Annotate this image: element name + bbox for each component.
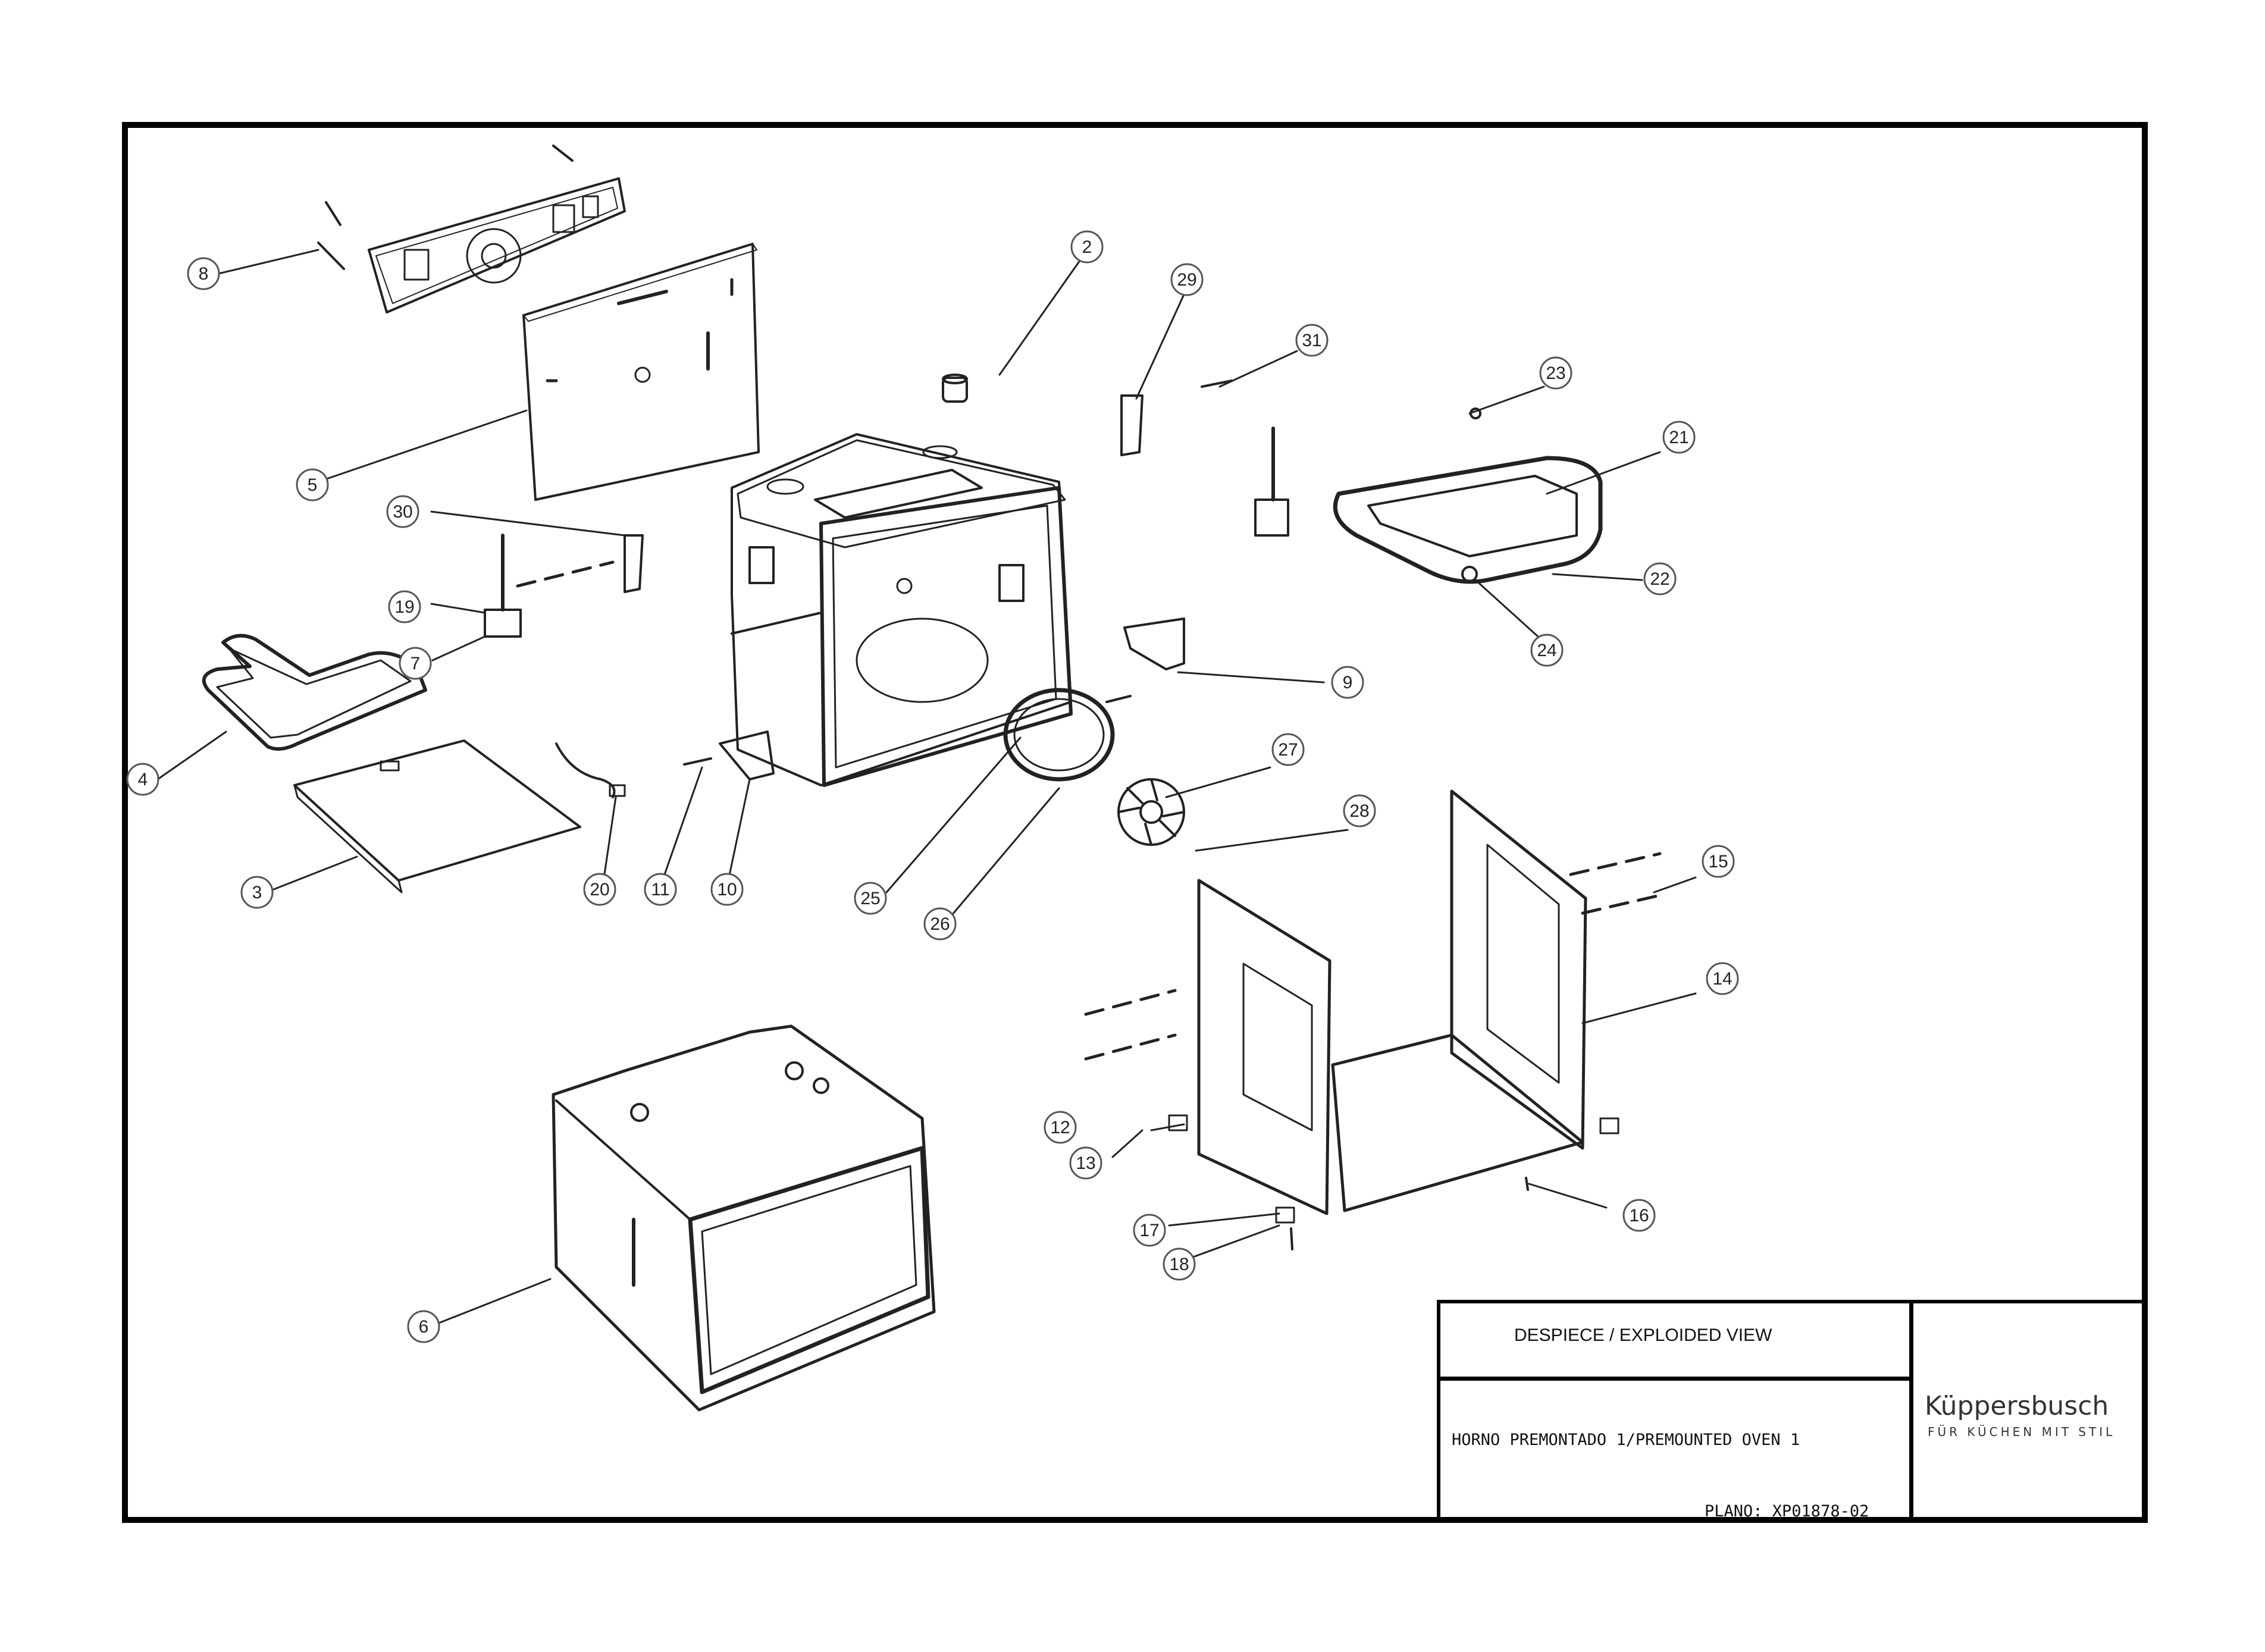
callout-10: 10 bbox=[710, 873, 744, 906]
cap-part bbox=[942, 374, 968, 403]
svg-text:23: 23 bbox=[1546, 363, 1565, 383]
callout-20: 20 bbox=[583, 873, 616, 906]
svg-text:12: 12 bbox=[1050, 1118, 1070, 1137]
svg-text:31: 31 bbox=[1302, 331, 1321, 350]
svg-text:13: 13 bbox=[1076, 1153, 1095, 1173]
callout-11: 11 bbox=[644, 873, 677, 906]
callout-28: 28 bbox=[1343, 794, 1376, 827]
svg-text:9: 9 bbox=[1343, 673, 1353, 692]
outer-box-part bbox=[552, 1024, 936, 1412]
svg-text:26: 26 bbox=[930, 914, 950, 934]
callout-8: 8 bbox=[187, 257, 220, 290]
door-catch-part bbox=[683, 731, 775, 780]
oven-cavity-part bbox=[731, 433, 1073, 787]
callout-5: 5 bbox=[296, 468, 329, 501]
svg-text:24: 24 bbox=[1537, 641, 1556, 660]
svg-text:10: 10 bbox=[717, 880, 737, 899]
svg-text:22: 22 bbox=[1650, 569, 1669, 589]
svg-text:18: 18 bbox=[1169, 1255, 1189, 1274]
svg-text:21: 21 bbox=[1669, 428, 1688, 447]
callout-25: 25 bbox=[854, 882, 887, 915]
svg-text:16: 16 bbox=[1629, 1206, 1649, 1225]
callout-9: 9 bbox=[1331, 666, 1364, 699]
lower-heating-element-part bbox=[202, 634, 427, 751]
callout-7: 7 bbox=[399, 647, 432, 680]
callout-6: 6 bbox=[407, 1310, 440, 1343]
svg-text:8: 8 bbox=[199, 264, 209, 284]
callout-18: 18 bbox=[1163, 1247, 1196, 1281]
brand-logo: Küppersbusch bbox=[1925, 1391, 2109, 1421]
svg-text:28: 28 bbox=[1349, 801, 1369, 821]
clip-parts bbox=[1168, 1114, 1619, 1250]
wire-harness-part bbox=[555, 742, 626, 798]
svg-text:20: 20 bbox=[590, 880, 609, 899]
chassis-part bbox=[1084, 789, 1662, 1215]
callout-3: 3 bbox=[240, 876, 274, 909]
callout-bubbles: 2 3 4 5 6 7 8 9 10 11 12 13 14 15 16 17 … bbox=[126, 230, 1739, 1343]
view-title: DESPIECE / EXPLOIDED VIEW bbox=[1514, 1325, 1772, 1345]
title-block-name-cell bbox=[1437, 1377, 1913, 1523]
svg-text:2: 2 bbox=[1082, 237, 1092, 257]
callout-29: 29 bbox=[1170, 263, 1204, 296]
svg-text:17: 17 bbox=[1139, 1221, 1159, 1240]
callout-19: 19 bbox=[388, 590, 421, 623]
circular-heating-element-part bbox=[1003, 688, 1132, 782]
callout-22: 22 bbox=[1643, 562, 1677, 595]
leader-lines bbox=[156, 249, 1697, 1325]
assembly-name: HORNO PREMONTADO 1/PREMOUNTED OVEN 1 bbox=[1452, 1431, 1800, 1449]
bracket-part bbox=[1123, 617, 1185, 670]
svg-text:4: 4 bbox=[138, 770, 148, 789]
callout-4: 4 bbox=[126, 763, 159, 796]
svg-text:6: 6 bbox=[419, 1317, 429, 1337]
callout-30: 30 bbox=[386, 495, 419, 528]
svg-text:3: 3 bbox=[252, 883, 262, 902]
svg-text:11: 11 bbox=[651, 880, 669, 899]
callout-15: 15 bbox=[1702, 845, 1735, 878]
callout-14: 14 bbox=[1706, 962, 1739, 995]
callout-16: 16 bbox=[1622, 1199, 1656, 1232]
grill-element-part bbox=[1333, 407, 1603, 584]
callout-13: 13 bbox=[1069, 1146, 1102, 1180]
callout-24: 24 bbox=[1530, 634, 1564, 667]
svg-text:5: 5 bbox=[308, 475, 318, 495]
callout-21: 21 bbox=[1662, 421, 1696, 454]
svg-text:15: 15 bbox=[1708, 852, 1728, 872]
callout-17: 17 bbox=[1133, 1214, 1166, 1247]
thermostat-part bbox=[484, 427, 1289, 638]
callout-12: 12 bbox=[1044, 1111, 1077, 1144]
control-panel-part bbox=[317, 145, 626, 314]
brand-tagline: FÜR KÜCHEN MIT STIL bbox=[1928, 1425, 2116, 1439]
drawing-border bbox=[122, 122, 2148, 1523]
callout-26: 26 bbox=[923, 907, 957, 941]
svg-text:29: 29 bbox=[1177, 270, 1196, 290]
back-panel-part bbox=[522, 243, 760, 501]
fan-wheel-part bbox=[1117, 778, 1185, 846]
svg-text:19: 19 bbox=[394, 597, 414, 617]
title-block-brand-cell bbox=[1910, 1300, 2148, 1523]
callout-27: 27 bbox=[1271, 733, 1305, 766]
hinge-parts bbox=[516, 380, 1233, 635]
callout-31: 31 bbox=[1295, 324, 1329, 357]
svg-text:30: 30 bbox=[393, 502, 412, 522]
svg-text:25: 25 bbox=[860, 889, 880, 908]
svg-text:7: 7 bbox=[411, 654, 421, 673]
callout-2: 2 bbox=[1070, 230, 1104, 264]
svg-text:27: 27 bbox=[1278, 740, 1298, 760]
callout-23: 23 bbox=[1539, 356, 1572, 390]
plan-number: PLANO: XP01878-02 bbox=[1705, 1502, 1869, 1521]
svg-text:14: 14 bbox=[1712, 969, 1732, 989]
bottom-plate-part bbox=[293, 739, 581, 894]
